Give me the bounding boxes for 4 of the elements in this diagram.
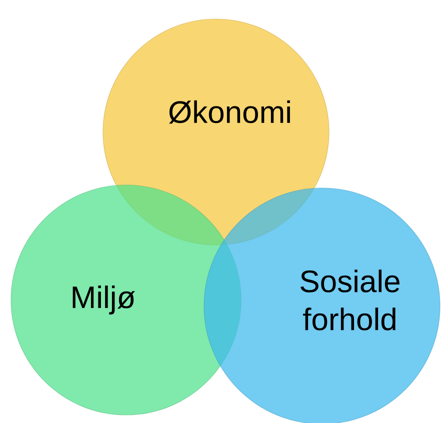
circle-label: Sosiale forhold	[300, 270, 400, 330]
circle-label: Økonomi	[169, 100, 290, 124]
venn-circle	[204, 188, 440, 423]
circle-label: Miljø	[72, 286, 135, 314]
